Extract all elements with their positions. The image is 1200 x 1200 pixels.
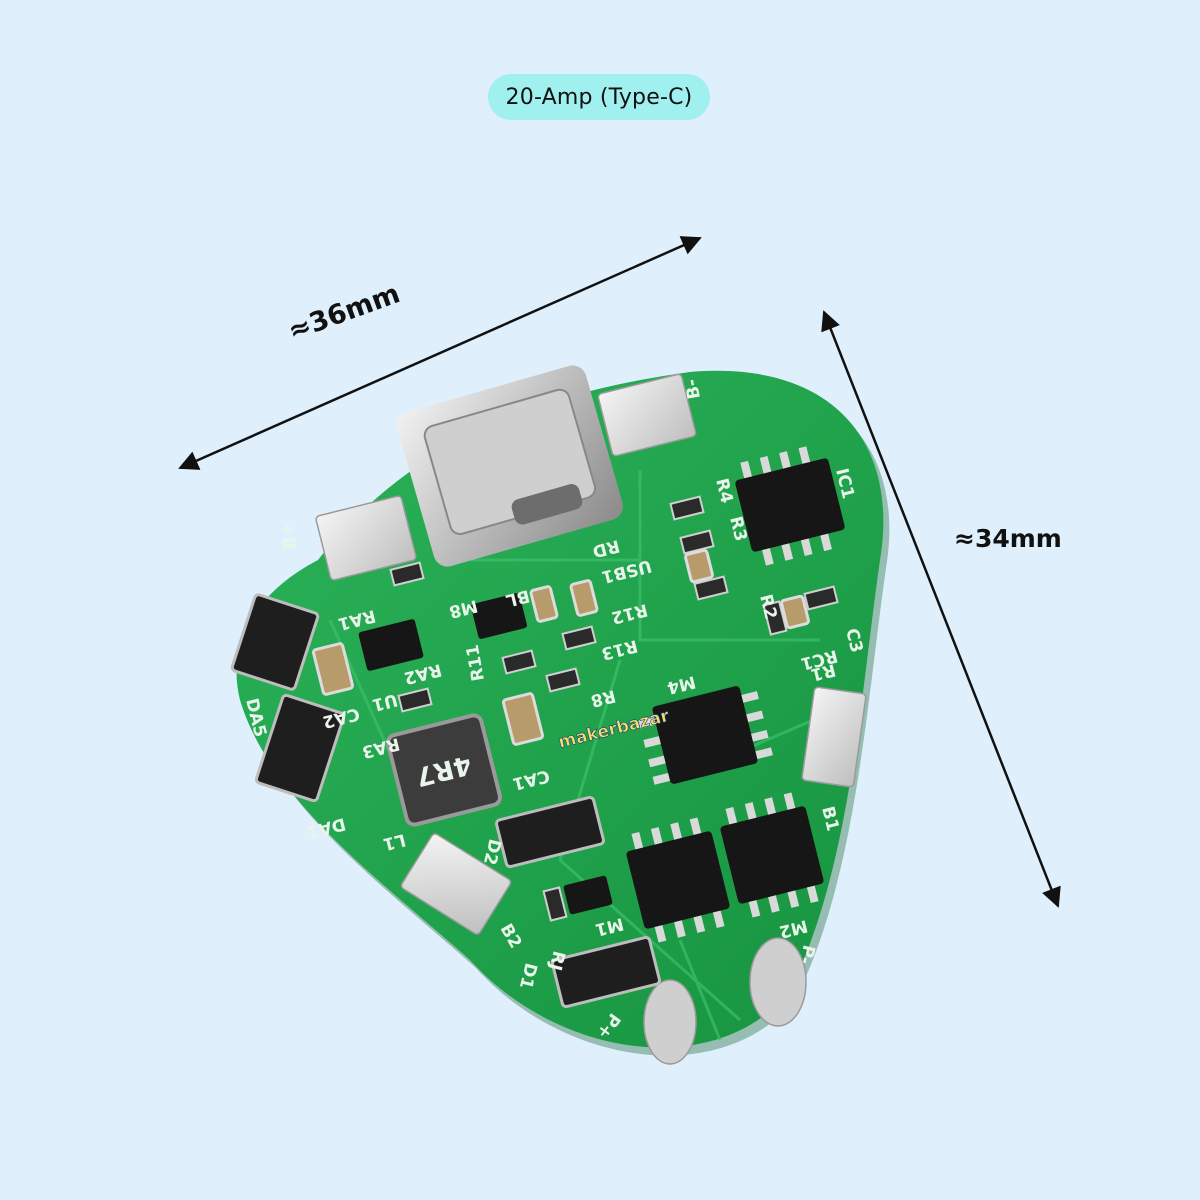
battery-tabs (643, 937, 807, 1065)
usb-c-connector (397, 365, 623, 567)
inductor: 4R7 (385, 713, 503, 827)
svg-text:P-: P- (794, 943, 818, 966)
smd-components (312, 495, 839, 922)
width-dimension-arrow (178, 236, 702, 470)
diodes (230, 593, 661, 1009)
svg-text:B-: B- (682, 377, 705, 400)
solder-pads (315, 373, 867, 935)
height-dimension-arrow (821, 310, 1061, 908)
ic-chips (358, 446, 845, 943)
product-badge: 20-Amp (Type-C) (488, 74, 710, 120)
svg-text:RJ: RJ (544, 949, 568, 973)
svg-text:B+: B+ (277, 520, 301, 550)
